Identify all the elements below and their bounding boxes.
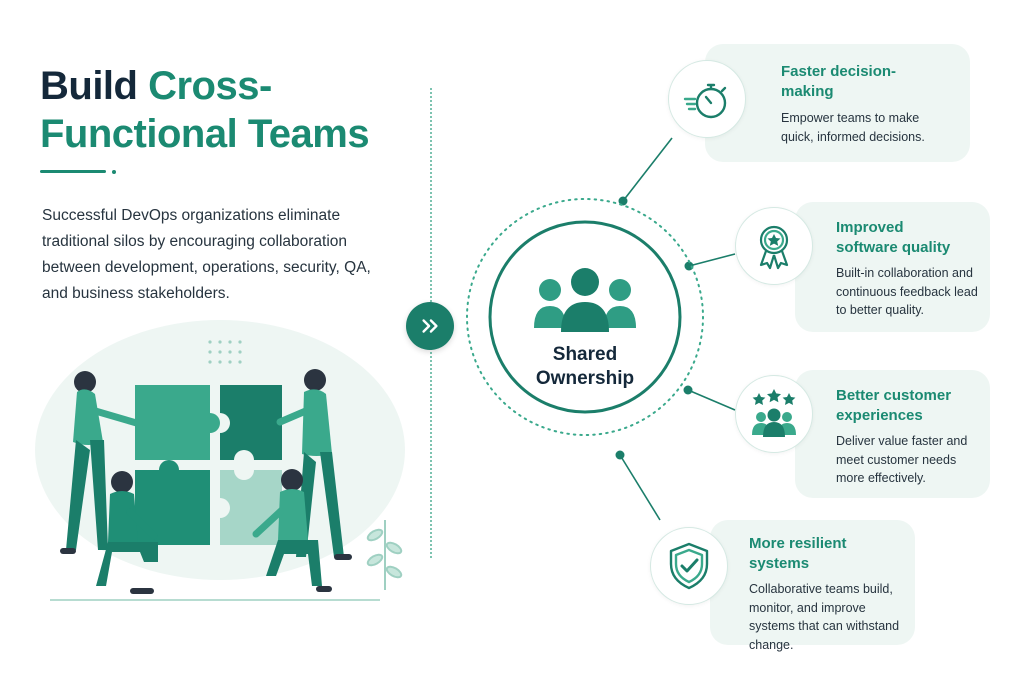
benefit-description: Collaborative teams build, monitor, and … [749,582,900,652]
hub-label-line2: Ownership [535,368,635,389]
puzzle-team-illustration [35,320,405,601]
benefit-description: Deliver value faster and meet customer n… [836,434,968,485]
title-accent-2: Functional Teams [40,112,370,156]
benefit-title: Faster decision-making [781,63,897,100]
hub-label-line1: Shared [552,344,618,365]
benefit-icon-wrap [735,207,813,285]
benefit-title: Improved software quality [836,219,951,256]
benefit-title: More resilient systems [749,535,847,572]
intro-paragraph: Successful DevOps organizations eliminat… [42,207,371,302]
shared-ownership-hub [466,198,704,436]
award-ribbon-icon [759,225,789,270]
benefit-description: Built-in collaboration and continuous fe… [836,266,978,317]
benefit-description: Empower teams to make quick, informed de… [781,111,925,144]
next-arrow-button[interactable] [406,302,454,350]
benefit-card-resilient-systems [710,520,915,645]
benefit-icon-wrap [668,60,746,138]
stars-people-icon [752,389,796,437]
benefit-card-software-quality [795,202,990,332]
team-people-icon [534,268,636,332]
page-title: Build Cross- Functional Teams [40,62,430,158]
benefit-icon-wrap [650,527,728,605]
double-chevron-right-icon [422,319,438,333]
benefit-card-faster-decisions [705,44,970,162]
shield-check-icon [669,542,709,590]
benefit-icon-wrap [735,375,813,453]
stopwatch-icon [683,83,727,119]
benefit-title: Better customer experiences [836,387,952,424]
benefit-card-customer-experiences [795,370,990,498]
hub-label: Shared Ownership [505,343,665,391]
title-dark: Build [40,64,149,108]
title-underline [40,170,106,173]
title-accent-1: Cross- [148,64,272,108]
title-underline-dot [112,170,116,174]
